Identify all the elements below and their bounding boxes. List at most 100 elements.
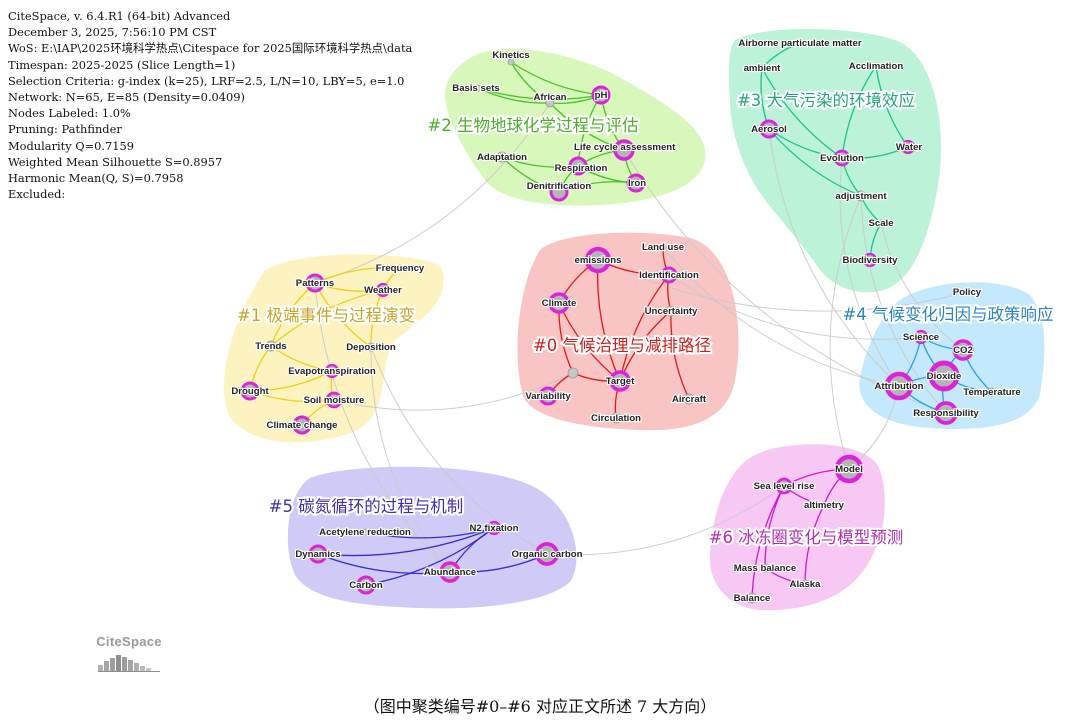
summary-line: CiteSpace, v. 6.4.R1 (64-bit) Advanced [8,9,231,23]
keyword-node-sea-level[interactable] [775,477,793,495]
keyword-node-altimetry[interactable] [820,501,828,509]
keyword-node-dioxide[interactable] [928,360,960,392]
keyword-node-land-use[interactable] [659,243,667,251]
keyword-label: Model [835,464,863,475]
keyword-node-identification[interactable] [660,266,678,284]
cluster-edge [270,289,384,347]
keyword-label: Science [903,332,939,343]
cross-cluster-edge [768,128,900,387]
keyword-node-iron[interactable] [626,173,646,193]
keyword-node-water[interactable] [900,139,916,155]
cluster-region-2 [445,48,706,206]
keyword-label: Carbon [349,580,383,591]
keyword-node-weather[interactable] [375,282,391,298]
keyword-label: adjustment [835,191,887,202]
keyword-node-deposition[interactable] [366,342,376,352]
keyword-node-model[interactable] [834,454,864,484]
keyword-node-acclimation[interactable] [872,62,880,70]
keyword-node-african[interactable] [545,98,555,108]
keyword-node-emissions[interactable] [584,246,612,274]
keyword-node-variability[interactable] [538,386,558,406]
keyword-node-balance[interactable] [746,592,758,604]
keyword-label: Mass balance [734,563,796,574]
keyword-node-mass-balance[interactable] [760,563,770,573]
summary-line: Network: N=65, E=85 (Density=0.0409) [8,90,245,105]
keyword-label: Temperature [963,387,1020,398]
summary-line: Selection Criteria: g-index (k=25), LRF=… [8,73,405,88]
keyword-node-biodiversity[interactable] [862,252,878,268]
cross-cluster-edge [839,157,900,387]
keyword-label: Responsibility [913,408,979,419]
keyword-node-scale[interactable] [877,219,885,227]
cross-cluster-edge [880,222,964,351]
keyword-label: Aircraft [672,394,707,405]
cross-cluster-edge [668,274,922,340]
keyword-node-abundance[interactable] [439,561,461,583]
keyword-label: Drought [231,386,269,397]
keyword-node-drought[interactable] [240,381,260,401]
keyword-node-aerosol[interactable] [759,119,779,139]
keyword-node-temperature[interactable] [987,387,997,397]
keyword-node-climate-change[interactable] [292,415,312,435]
cluster-edge [761,42,801,69]
keyword-node-respiration[interactable] [568,156,588,176]
keyword-node-denitrification[interactable] [549,182,569,202]
keyword-node-organic-carbon[interactable] [535,542,559,566]
keyword-node-target[interactable] [609,370,631,392]
keyword-node-dynamics[interactable] [308,544,328,564]
keyword-node-circulation[interactable] [610,412,622,424]
keyword-label: Land use [642,242,684,253]
cluster-edge [768,128,862,197]
keyword-node-evapotranspiration[interactable] [324,363,340,379]
keyword-node-life-cycle[interactable] [613,139,635,161]
keyword-node-airborne[interactable] [796,39,804,47]
keyword-node-co2[interactable] [952,339,974,361]
keyword-node-climate[interactable] [548,292,570,314]
keyword-label: Respiration [555,163,608,174]
keyword-label: Soil moisture [304,395,365,406]
keyword-node-basis-sets[interactable] [474,84,482,92]
cross-cluster-edge [333,372,574,411]
cross-cluster-edge [662,246,900,387]
keyword-node-ph[interactable] [591,85,611,105]
summary-line: December 3, 2025, 7:56:10 PM CST [8,25,217,40]
keyword-node-frequency[interactable] [396,264,404,272]
keyword-node-aircraft[interactable] [683,393,695,405]
keyword-node-science[interactable] [913,329,929,345]
summary-line: Modularity Q=0.7159 [8,138,135,153]
keyword-label: CO2 [953,345,973,356]
keyword-node-policy[interactable] [963,288,971,296]
keyword-node-n2-fixation[interactable] [486,520,502,536]
keyword-node-n0-hub[interactable] [567,367,579,379]
keyword-label: Biodiversity [843,255,899,266]
summary-line: Pruning: Pathfinder [8,122,122,137]
keyword-node-carbon[interactable] [356,575,376,595]
summary-line: Harmonic Mean(Q, S)=0.7958 [8,171,184,186]
keyword-label: African [533,92,566,103]
keyword-node-alaska[interactable] [800,579,810,589]
keyword-node-evolution[interactable] [833,149,851,167]
cluster-label-5: #5 碳氮循环的过程与机制 [269,497,464,516]
keyword-node-kinetics[interactable] [507,58,515,66]
keyword-node-soil-moisture[interactable] [325,391,343,409]
keyword-label: Climate [542,298,577,309]
keyword-label: Life cycle assessment [574,142,676,153]
keyword-label: Climate change [267,420,338,431]
cluster-edge [751,485,785,599]
keyword-node-acetylene[interactable] [361,528,369,536]
keyword-node-attribution[interactable] [884,371,914,401]
cluster-edge [510,61,551,104]
cluster-label-6: #6 冰冻圈变化与模型预测 [709,528,904,547]
keyword-label: Denitrification [527,181,592,192]
keyword-label: Organic carbon [512,549,583,560]
logo-wordmark: CiteSpace [96,634,162,649]
keyword-node-adaptation[interactable] [496,151,508,163]
keyword-node-trends[interactable] [265,340,277,352]
keyword-node-patterns[interactable] [305,273,325,293]
keyword-label: Acetylene reduction [319,527,411,538]
keyword-node-adjustment[interactable] [855,190,867,202]
keyword-node-uncertainty[interactable] [665,305,677,317]
keyword-node-ambient[interactable] [758,64,766,72]
keyword-label: Frequency [376,263,425,274]
keyword-node-responsibility[interactable] [934,401,958,425]
